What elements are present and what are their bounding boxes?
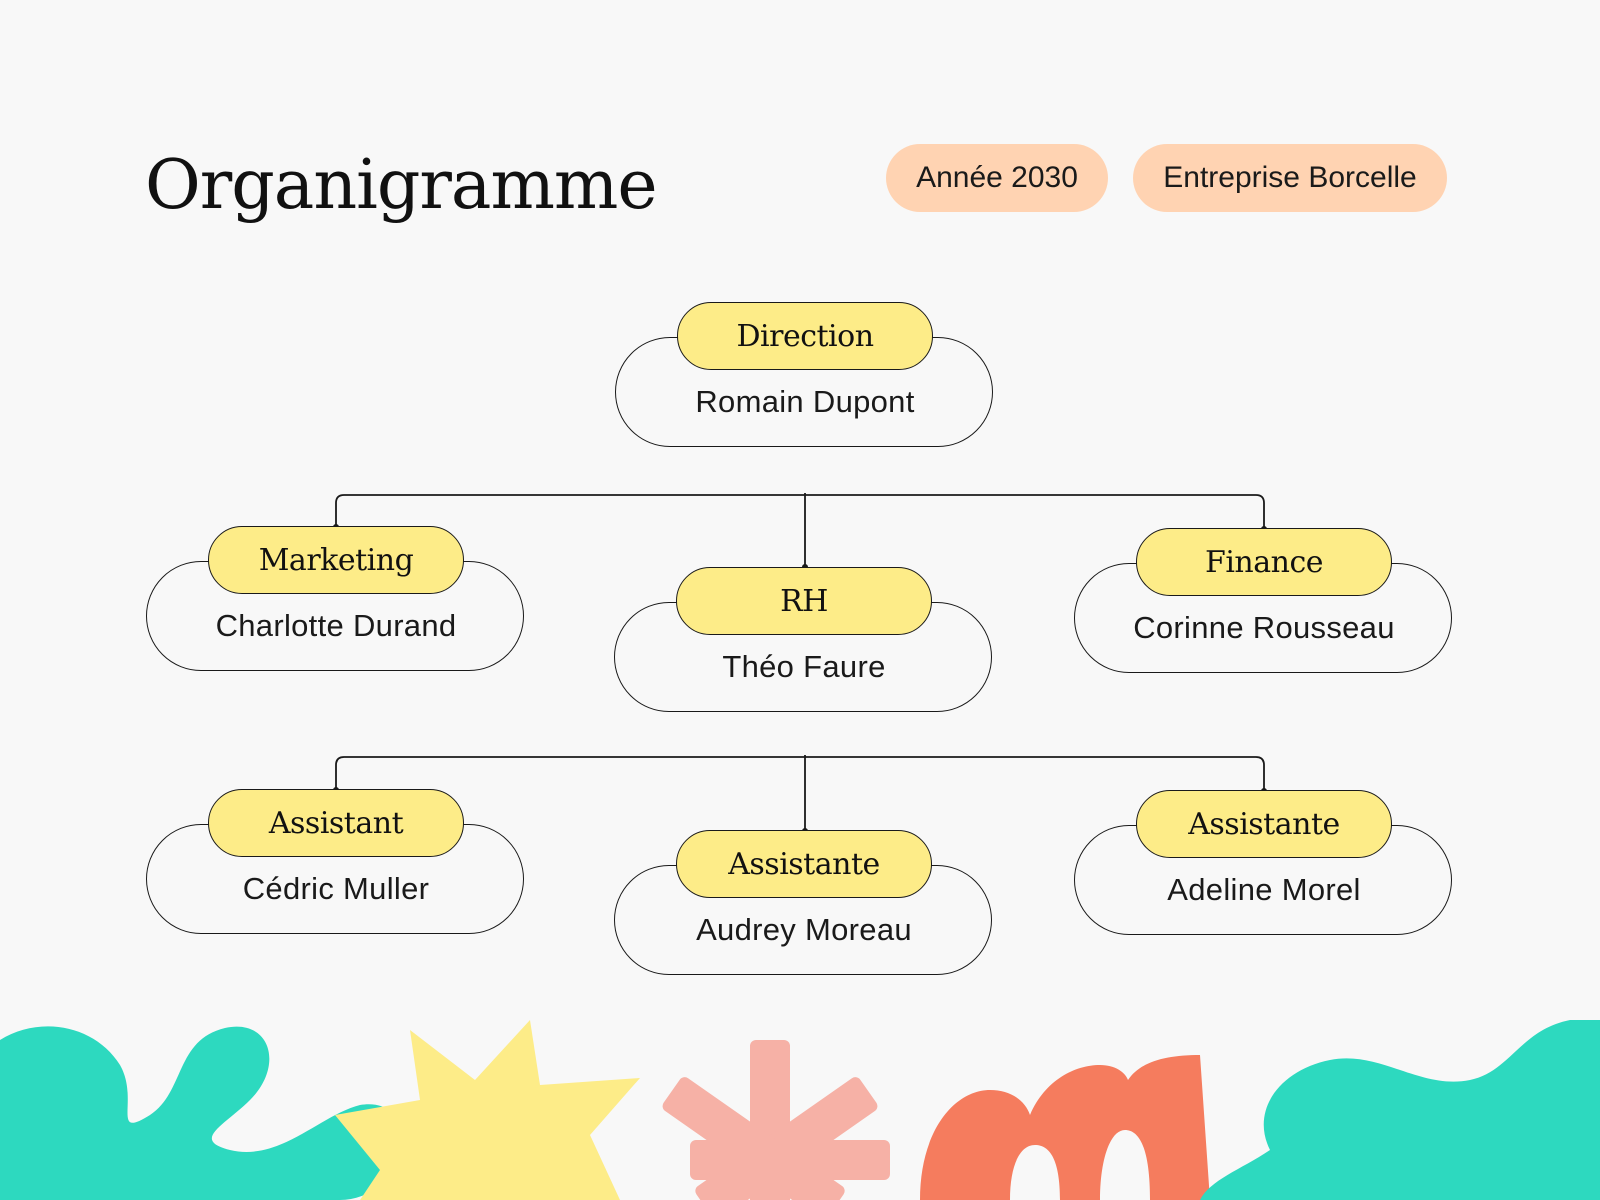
- node-rh: RH Théo Faure: [614, 567, 994, 713]
- pink-asterisk: [662, 1040, 890, 1200]
- teal-leaf-left: [0, 1026, 407, 1200]
- connector-level-2: [335, 756, 1265, 791]
- node-person: Romain Dupont: [695, 384, 915, 419]
- node-direction: Direction Romain Dupont: [615, 302, 995, 448]
- node-assistant: Assistant Cédric Muller: [146, 789, 526, 935]
- connector-level-1: [335, 494, 1265, 529]
- node-person: Adeline Morel: [1167, 872, 1361, 907]
- node-role: RH: [676, 567, 932, 635]
- teal-leaf-right: [1200, 1020, 1600, 1200]
- page-title: Organigramme: [145, 146, 658, 225]
- node-role: Finance: [1136, 528, 1392, 596]
- node-role: Assistante: [1136, 790, 1392, 858]
- year-badge: Année 2030: [886, 144, 1108, 212]
- node-role: Assistant: [208, 789, 464, 857]
- node-person: Audrey Moreau: [696, 912, 912, 947]
- node-person: Charlotte Durand: [215, 608, 457, 643]
- node-person: Corinne Rousseau: [1133, 610, 1395, 645]
- company-badge: Entreprise Borcelle: [1133, 144, 1447, 212]
- node-finance: Finance Corinne Rousseau: [1074, 528, 1454, 674]
- node-person: Cédric Muller: [242, 871, 430, 906]
- node-role: Assistante: [676, 830, 932, 898]
- yellow-star: [335, 1020, 640, 1200]
- node-assistante-right: Assistante Adeline Morel: [1074, 790, 1454, 936]
- decorative-shapes: [0, 1020, 1600, 1200]
- node-person: Théo Faure: [722, 649, 886, 684]
- node-marketing: Marketing Charlotte Durand: [146, 526, 526, 672]
- node-role: Marketing: [208, 526, 464, 594]
- node-role: Direction: [677, 302, 933, 370]
- orange-arches: [920, 1055, 1210, 1200]
- node-assistante-center: Assistante Audrey Moreau: [614, 830, 994, 976]
